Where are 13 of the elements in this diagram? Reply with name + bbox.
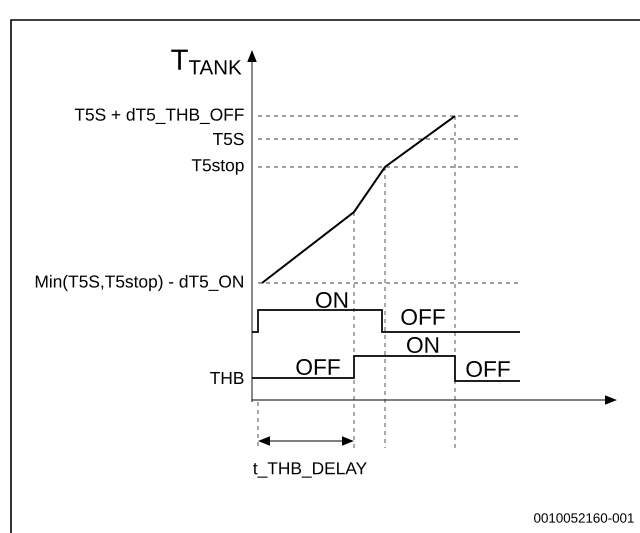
level-label: T5S + dT5_THB_OFF	[74, 108, 244, 124]
level-label: T5S	[213, 132, 244, 146]
state-label: OFF	[466, 360, 510, 378]
state-label: OFF	[401, 308, 445, 326]
figure-number: 0010052160-001	[534, 513, 634, 523]
level-label: Min(T5S,T5stop) - dT5_ON	[36, 274, 243, 292]
dimension-label: t_THB_DELAY	[253, 462, 367, 478]
state-label: ON	[316, 292, 348, 308]
level-label: T5stop	[192, 159, 244, 175]
signal-label: THB	[210, 372, 244, 384]
state-label: ON	[407, 336, 438, 354]
axis-label: T$_{TANK}$	[171, 50, 242, 74]
state-label: OFF	[296, 358, 340, 376]
